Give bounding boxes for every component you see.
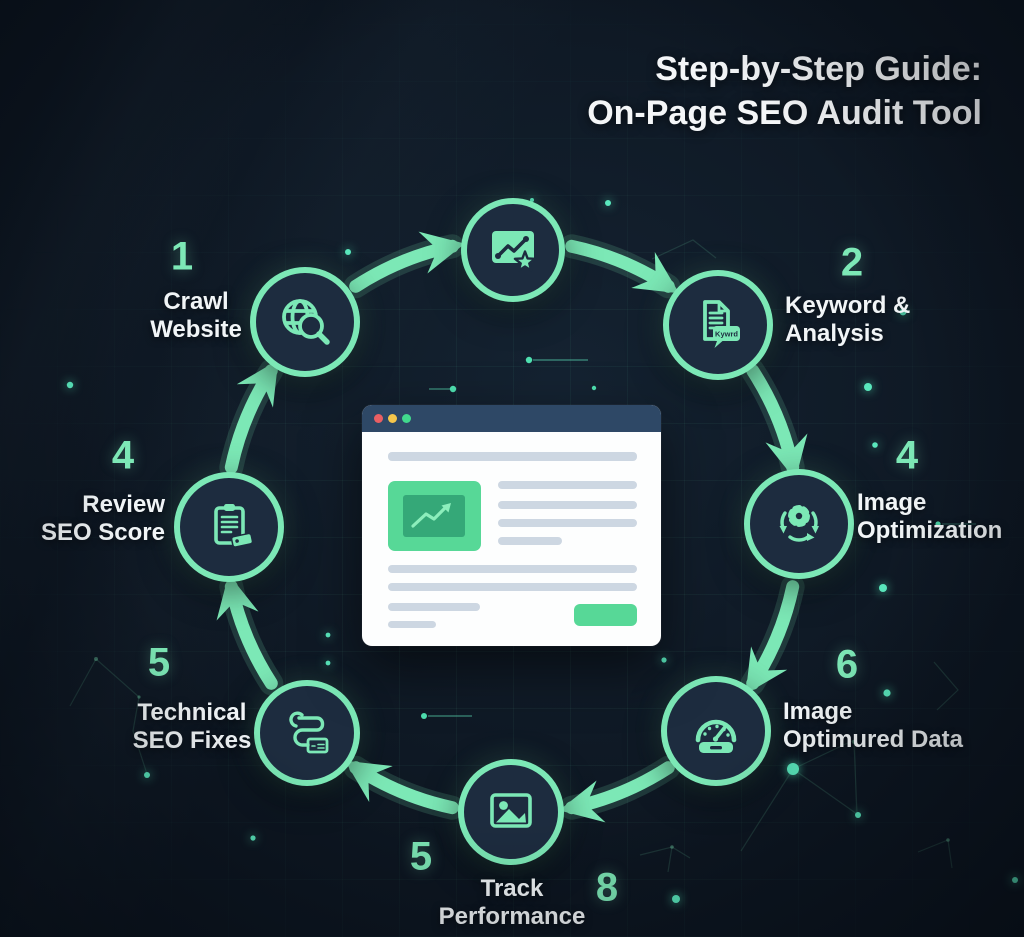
label-image-optimization: Image Optimization [857,489,1003,544]
placeholder-text-bar [388,583,637,591]
page-title-line1: Step-by-Step Guide: [655,50,982,88]
step-node-track-performance [458,759,564,865]
placeholder-text-bar [498,501,637,509]
step-node-optimured-data [661,676,771,786]
label-crawl-website: Crawl Website [150,288,242,343]
red-dot [374,414,383,423]
photo-icon [490,793,532,828]
step-number-6: 6 [835,642,859,687]
step-node-crawl-website [250,267,360,377]
yellow-dot [388,414,397,423]
green-dot [402,414,411,423]
placeholder-text-bar [498,537,562,545]
step-node-technical-seo-fixes [254,680,360,786]
page-title: Step-by-Step Guide: On-Page SEO Audit To… [587,47,982,135]
placeholder-text-bar [388,603,480,611]
step-node-chart-rating [461,198,565,302]
placeholder-text-bar [388,565,637,573]
placeholder-text-bar [498,519,637,527]
placeholder-heading-bar [388,452,637,461]
chart-star-icon [492,231,537,272]
placeholder-text-bar [388,621,436,628]
step-node-keyword-analysis: Kywrd [663,270,773,380]
step-node-image-optimization [744,469,854,579]
placeholder-text-bar [498,481,637,489]
gear-sync-icon [779,505,819,542]
step-number-8: 8 [595,865,619,910]
label-keyword-analysis: Keyword & Analysis [785,292,911,347]
document-keyword-icon: Kywrd [703,300,740,348]
browser-titlebar [362,405,661,432]
label-track-performance: Track Performance [438,875,586,930]
hero-chart-thumbnail [403,495,465,537]
hero-image-block [388,481,481,551]
label-review-seo-score: Review SEO Score [40,491,165,546]
cta-button-placeholder [574,604,637,626]
step-number-1: 1 [170,234,194,279]
step-node-review-seo-score [174,472,284,582]
step-number-5-technical: 5 [147,640,171,685]
label-optimured-data: Image Optimured Data [783,698,964,753]
step-number-2: 2 [840,240,864,285]
flow-pipe-icon [289,711,329,754]
browser-window-mockup [362,405,661,646]
step-number-4-review: 4 [111,433,135,478]
mini-trend-chart-icon [411,503,451,528]
label-technical-seo-fixes: Technical SEO Fixes [132,699,252,754]
keyword-bubble-text: Kywrd [715,330,738,339]
speedometer-icon [695,719,737,753]
globe-search-icon [282,299,330,345]
step-number-5-stray: 5 [409,834,433,879]
clipboard-tag-icon [214,504,254,548]
step-number-4-image: 4 [895,433,919,478]
page-title-line2: On-Page SEO Audit Tool [587,94,982,132]
